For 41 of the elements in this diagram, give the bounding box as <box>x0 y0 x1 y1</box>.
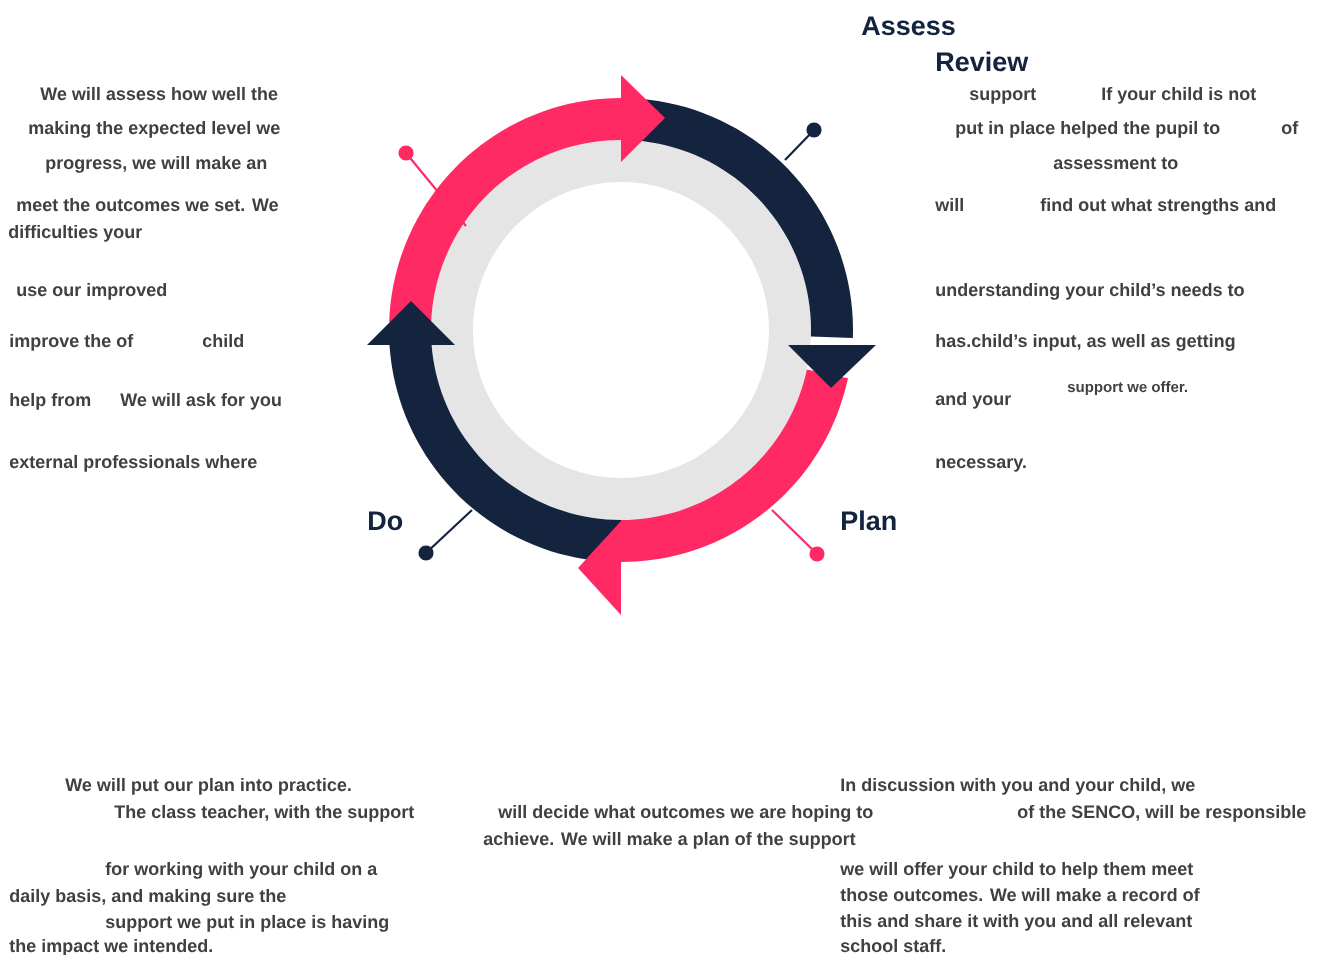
text-line: making the expected level we <box>29 120 280 138</box>
text-line: assessment to <box>1053 157 1178 170</box>
text-line: has.child’s input, as well as getting <box>936 333 1235 351</box>
text-line: achieve. We will make a plan of the support <box>483 831 856 849</box>
stage-heading: Plan <box>842 510 896 531</box>
text-line: find out what strengths and <box>1040 197 1275 215</box>
text-line: we will offer your child to help them meet <box>840 861 1194 879</box>
text-line: necessary. <box>936 458 1026 472</box>
text-line: for working with your child on a <box>105 861 378 879</box>
text-line: daily basis, and making sure the <box>9 888 286 906</box>
stage-heading: Review <box>937 51 1029 72</box>
text-line: We will assess how well the <box>40 86 278 101</box>
text-line: support we offer. <box>1067 381 1188 396</box>
text-line: will decide what outcomes we are hoping to <box>498 804 873 822</box>
text-line: support we put in place is having <box>105 914 389 932</box>
text-line: this and share it with you and all relevant <box>840 913 1193 931</box>
stage-heading: Assess <box>861 16 955 36</box>
text-line: school staff. <box>840 938 945 953</box>
text-line: In discussion with you and your child, we <box>841 777 1195 795</box>
text-line: and your <box>935 391 1011 409</box>
text-line: the impact we intended. <box>9 938 212 955</box>
text-line: put in place helped the pupil to <box>956 120 1220 138</box>
text-line: child <box>202 333 244 348</box>
stage-heading: Do <box>369 511 403 531</box>
text-line: of <box>1281 120 1299 135</box>
text-line: external professionals where <box>9 454 257 472</box>
text-line: If your child is not <box>1102 86 1256 104</box>
text-line: The class teacher, with the support <box>114 804 415 822</box>
text-line: help from <box>10 392 91 410</box>
text-line: understanding your child’s needs to <box>936 282 1244 300</box>
text-line: difficulties your <box>8 224 142 242</box>
text-line: will <box>935 197 963 211</box>
text-line: We will put our plan into practice. <box>65 777 351 795</box>
text-line: progress, we will make an <box>46 155 267 173</box>
text-line: We will ask for you <box>120 392 281 410</box>
text-line: improve the of <box>10 333 134 351</box>
text-line: of the SENCO, will be responsible <box>1017 804 1306 822</box>
text-line: those outcomes. We will make a record of <box>840 887 1200 902</box>
text-line: support <box>969 88 1036 104</box>
text-line: meet the outcomes we set. We <box>17 197 278 212</box>
text-line: use our improved <box>17 282 167 300</box>
